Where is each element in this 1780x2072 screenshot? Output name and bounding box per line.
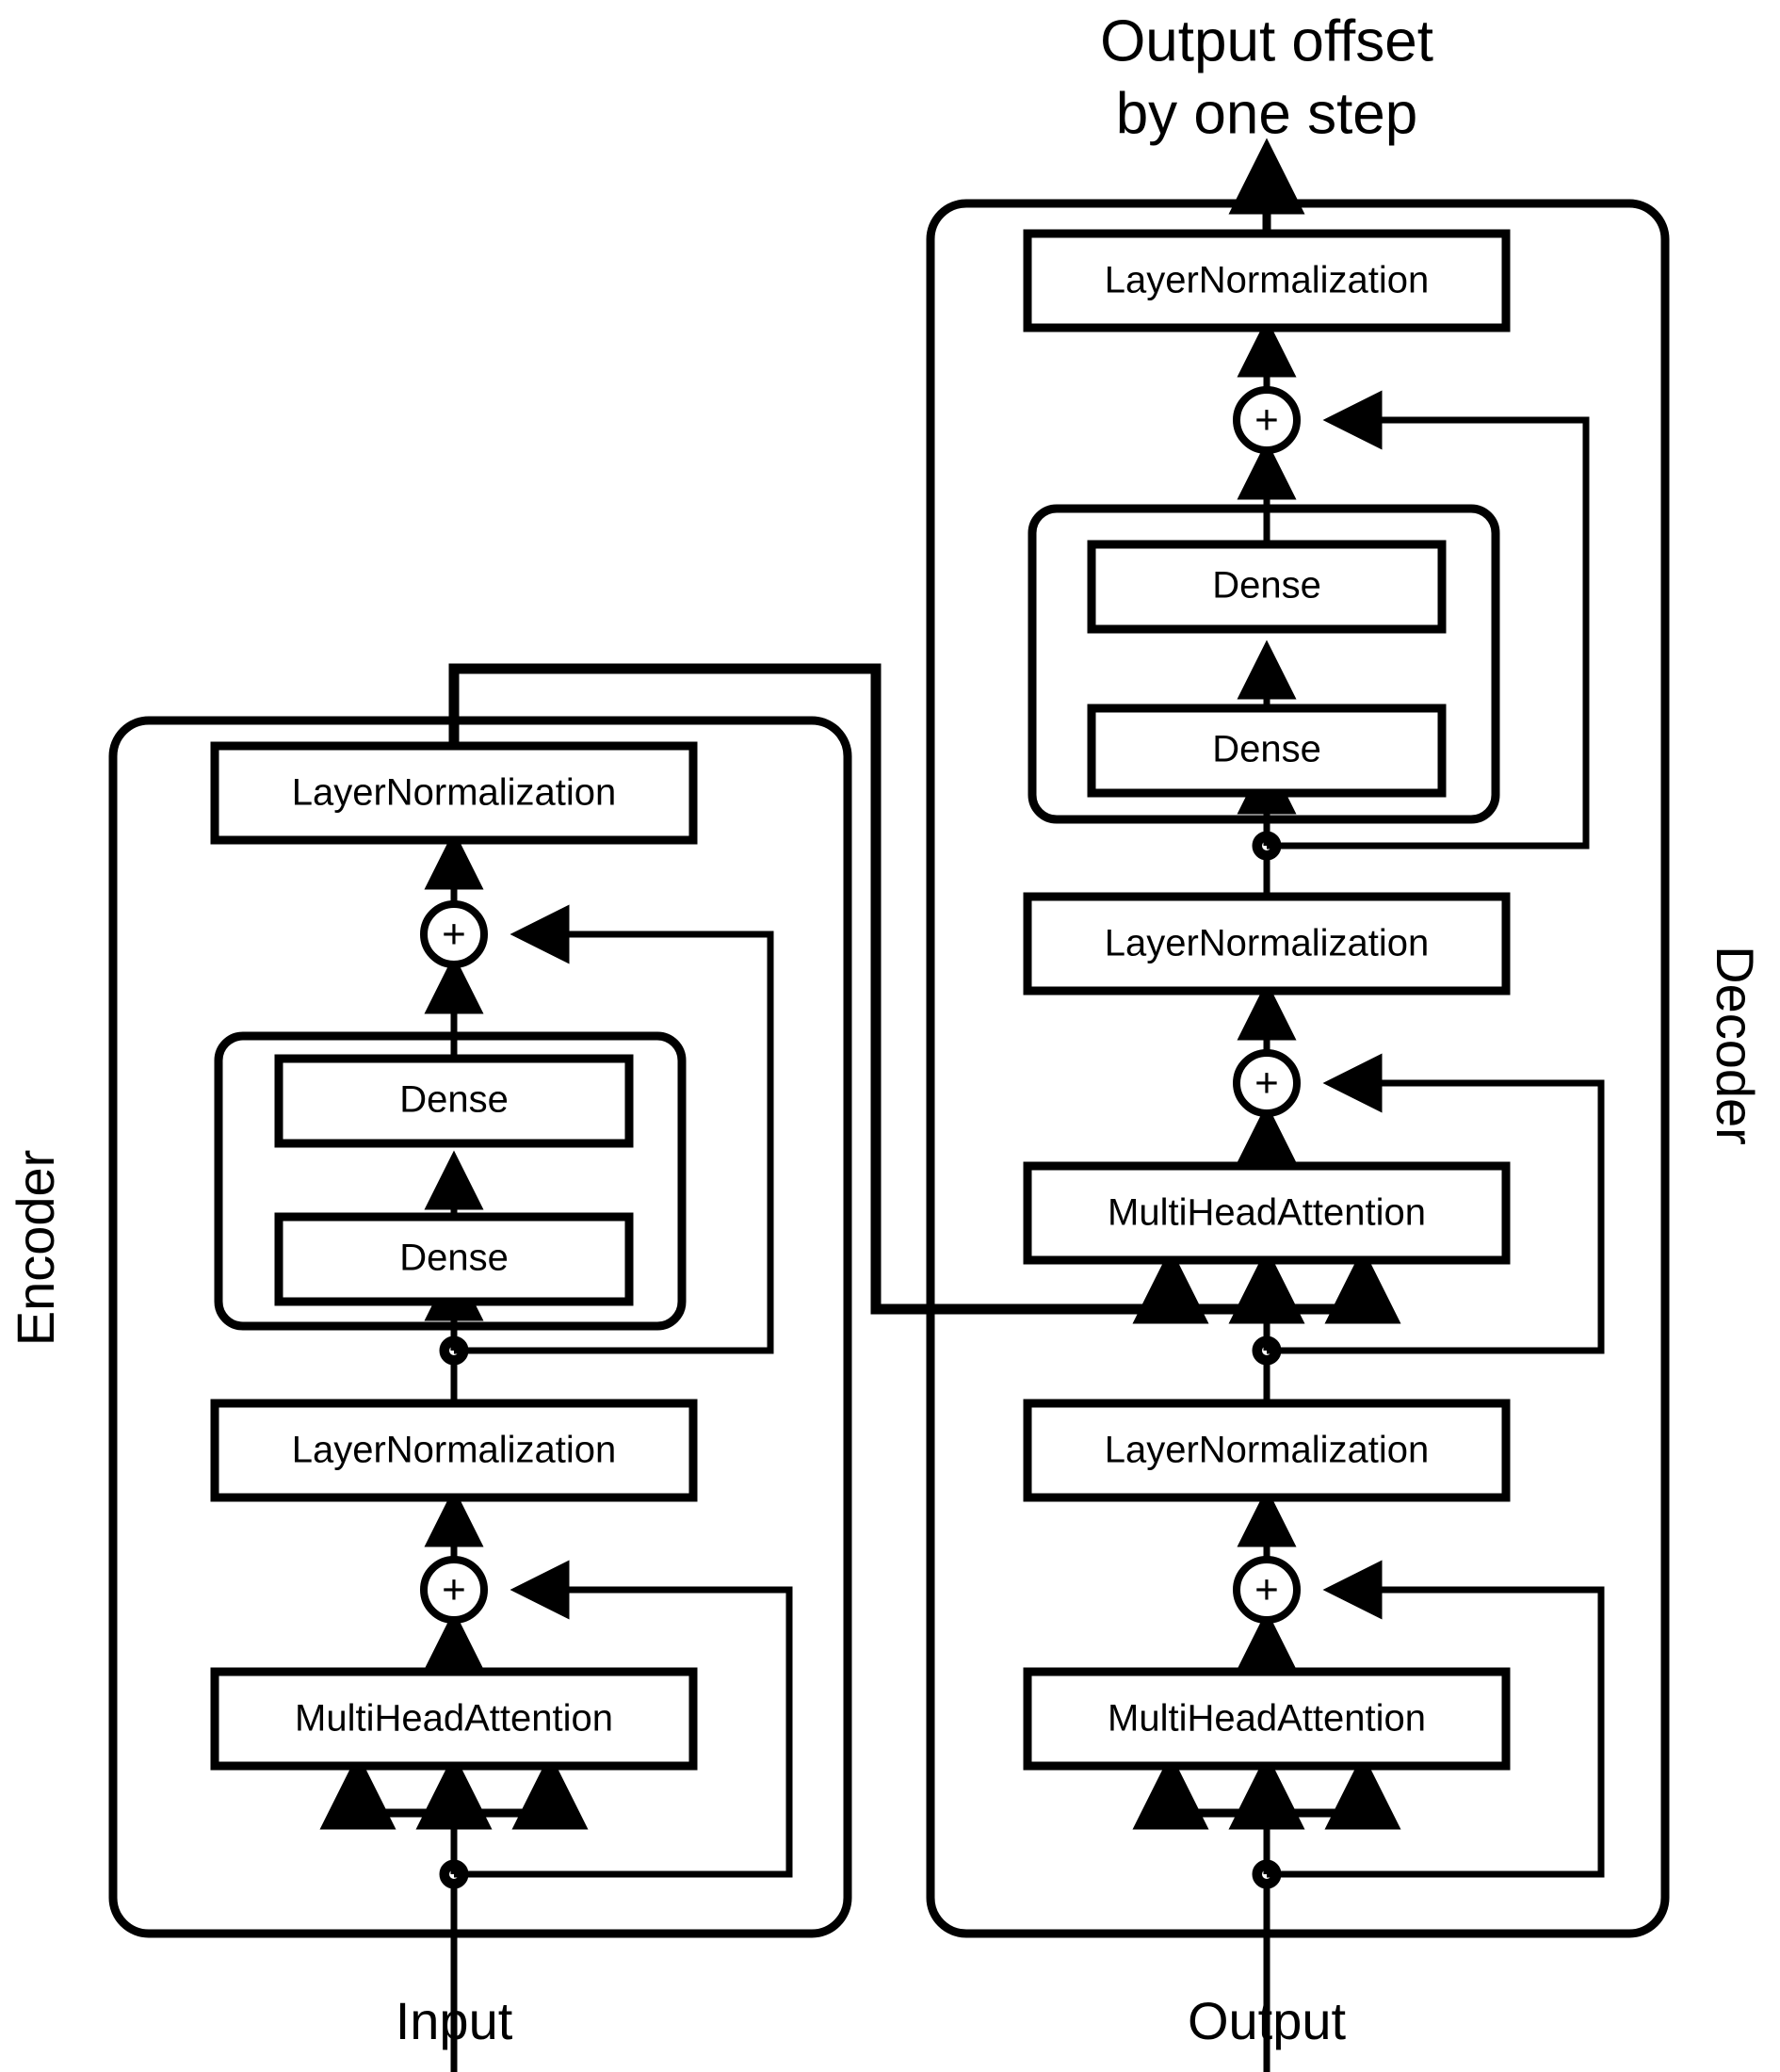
output-offset-title: Output offset by one step (1100, 8, 1433, 146)
title-line-1: Output offset (1100, 8, 1433, 73)
decoder-dense-1-label: Dense (1212, 729, 1321, 770)
encoder-add-bottom: + (420, 1556, 488, 1624)
encoder-dense-1-block: Dense (274, 1212, 634, 1306)
title-line-2: by one step (1116, 81, 1418, 146)
encoder-layernormalization-top-label: LayerNormalization (292, 772, 617, 814)
decoder-multiheadattention-cross-block: MultiHeadAttention (1023, 1161, 1511, 1265)
decoder-dense-1-block: Dense (1087, 704, 1447, 798)
encoder-layernormalization-top-block: LayerNormalization (210, 741, 698, 845)
decoder-add-bottom: + (1233, 1556, 1301, 1624)
encoder-add-bottom-label: + (442, 1567, 466, 1613)
decoder-layernormalization-top-label: LayerNormalization (1105, 260, 1430, 301)
decoder-layernormalization-bottom-label: LayerNormalization (1105, 1430, 1430, 1471)
encoder-dense-1-label: Dense (399, 1238, 509, 1279)
encoder-container (108, 716, 852, 1938)
decoder-add-bottom-label: + (1254, 1567, 1279, 1613)
decoder-layernormalization-bottom-block: LayerNormalization (1023, 1399, 1511, 1502)
encoder-to-decoder-memory-path (448, 663, 1347, 1315)
decoder-multiheadattention-self-block: MultiHeadAttention (1023, 1667, 1511, 1771)
decoder-multiheadattention-self-label: MultiHeadAttention (1108, 1698, 1426, 1740)
decoder-add-top: + (1233, 386, 1301, 454)
input-label: Input (396, 1991, 513, 2050)
encoder-add-top-label: + (442, 912, 466, 958)
decoder-add-mid-label: + (1254, 1060, 1279, 1107)
output-label: Output (1188, 1991, 1347, 2050)
encoder-multiheadattention-block: MultiHeadAttention (210, 1667, 698, 1771)
decoder-ffn-residual-path (1267, 390, 1590, 850)
decoder-layernormalization-mid-label: LayerNormalization (1105, 923, 1430, 964)
decoder-dense-2-block: Dense (1087, 540, 1447, 634)
decoder-multiheadattention-cross-label: MultiHeadAttention (1108, 1192, 1426, 1234)
decoder-dense-2-label: Dense (1212, 565, 1321, 607)
encoder-bottom-residual-path (454, 1560, 793, 1878)
encoder-layernormalization-bottom-block: LayerNormalization (210, 1399, 698, 1502)
decoder-bottom-residual-path (1267, 1560, 1605, 1878)
decoder-cross-residual-path (1267, 1053, 1605, 1354)
encoder-add-top: + (420, 900, 488, 968)
encoder-dense-2-block: Dense (274, 1054, 634, 1148)
encoder-label: Encoder (6, 1150, 65, 1347)
encoder-dense-2-label: Dense (399, 1079, 509, 1121)
encoder-ffn-container (214, 1031, 687, 1331)
decoder-add-mid: + (1233, 1049, 1301, 1117)
encoder-multiheadattention-label: MultiHeadAttention (295, 1698, 613, 1740)
decoder-layernormalization-mid-block: LayerNormalization (1023, 892, 1511, 996)
decoder-label: Decoder (1706, 946, 1765, 1145)
decoder-layernormalization-top-block: LayerNormalization (1023, 229, 1511, 332)
encoder-mid-residual-path (454, 904, 774, 1354)
decoder-add-top-label: + (1254, 397, 1279, 444)
encoder-layernormalization-bottom-label: LayerNormalization (292, 1430, 617, 1471)
